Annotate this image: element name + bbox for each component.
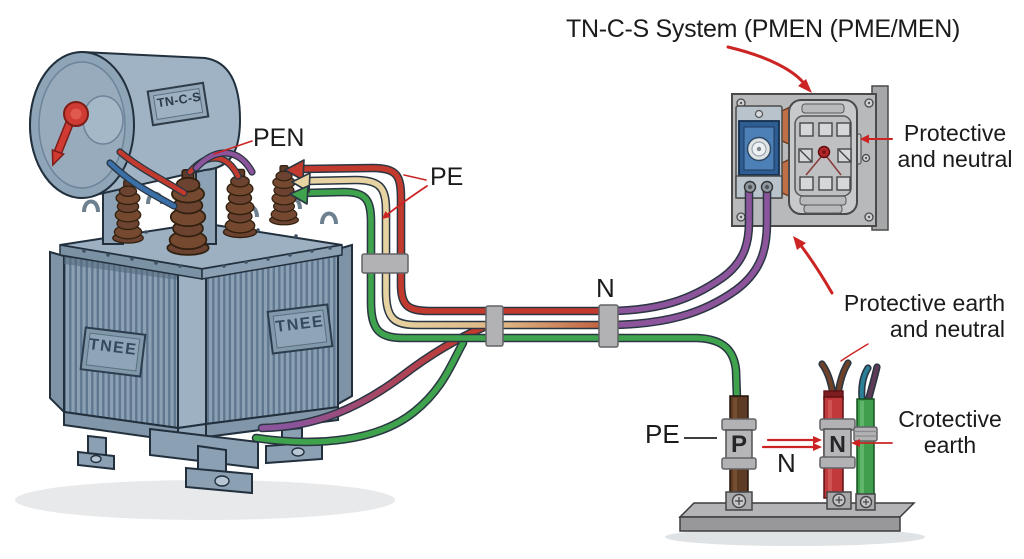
pen-label: PEN [253,124,305,152]
electrode-p-label: P [730,431,747,458]
terminal-block [788,99,862,215]
title-arrow [726,45,808,88]
electrode-rod-earth [853,363,881,511]
cable-clamp-3 [598,304,619,348]
electrode-rod-n [818,359,856,510]
earth-neutral-pointer [840,343,869,362]
earth-electrodes [678,359,916,532]
band-clamp [853,426,878,442]
body-nameplate-left [79,326,147,378]
electrode-base-top [678,502,916,518]
tank-nameplate [146,81,210,127]
neutral-run-label: N [596,273,615,303]
electrode-n-label: N [829,431,846,457]
diagram-title: TN-C-S System (PMEN (PME/MEN) [566,15,961,43]
panel-screws [736,98,874,222]
transformer [29,50,353,495]
neutral-between-label: N [777,448,796,478]
ground-shadows [15,480,925,546]
pe-arrow [387,185,428,215]
body-nameplate-right [266,303,334,355]
green-wire-arrowhead [289,185,309,205]
pe-pointer-line [403,174,427,181]
panel-bottom-arrow [797,241,834,295]
meter [735,105,783,199]
cable-clamp-1 [361,253,409,274]
annotations [213,45,893,451]
pe-electrode-label: PE [645,419,680,449]
electrode-base-front [679,516,901,532]
pe-supply-label: PE [430,163,464,191]
service-panel [731,85,889,231]
red-wire-arrowhead [284,159,305,181]
meter-terminals [743,180,774,194]
clamp-n [823,428,852,460]
electrode-rod-pe [721,395,757,511]
lv-cables [256,159,737,442]
plate-bolts [82,228,332,268]
oil-valve [51,101,89,167]
cable-clamp-2 [485,305,504,347]
pen-pointer-line [213,140,253,155]
